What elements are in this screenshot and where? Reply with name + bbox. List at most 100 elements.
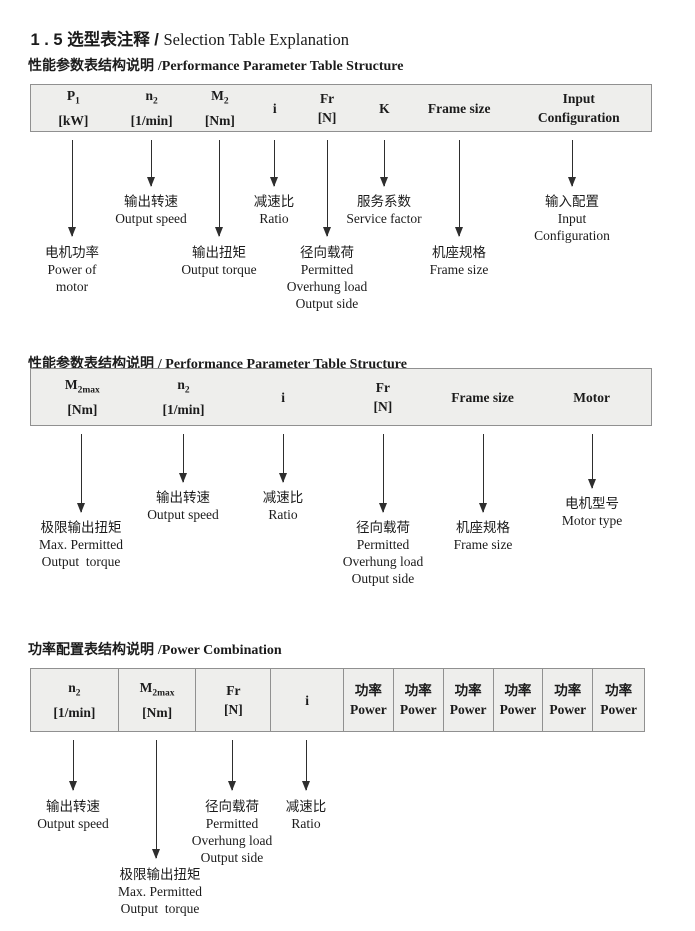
col-unit: Power (399, 702, 437, 717)
label-output-speed: 输出转速 Output speed (37, 798, 109, 832)
col-unit: [N] (317, 110, 337, 125)
arrow-fr (228, 740, 236, 791)
label-line-en: Overhung load (342, 554, 424, 569)
col-symbol: M2 (211, 86, 229, 112)
label-line-zh: 电机型号 (565, 496, 619, 511)
col-unit: Power (549, 702, 587, 717)
arrow-n2 (179, 434, 187, 483)
symbol-text: Motor (573, 389, 611, 405)
arrow-n2 (69, 740, 77, 791)
label-line-en: Output torque (181, 262, 257, 277)
label-line-en: Output speed (147, 507, 219, 522)
label-max-output-torque: 极限输出扭矩 Max. Permitted Output torque (39, 519, 123, 570)
label-power-of-motor: 电机功率 Power of motor (45, 244, 99, 295)
col-fr: Fr [N] (195, 669, 270, 731)
label-output-torque: 输出扭矩 Output torque (181, 244, 256, 278)
col-symbol: i (281, 388, 285, 407)
label-line-en: Output torque (41, 554, 121, 569)
col-symbol: 功率 (554, 683, 582, 698)
label-line-en: Power of (47, 262, 97, 277)
label-line-en: Frame size (453, 537, 513, 552)
label-line-en: Max. Permitted (118, 884, 202, 899)
col-unit: [Nm] (142, 705, 173, 721)
label-ratio: 减速比 Ratio (263, 489, 304, 523)
label-line-zh: 机座规格 (455, 520, 510, 535)
label-line-zh: 径向载荷 (355, 520, 410, 535)
performance-table-2: M2max [Nm] n2 [1/min] i Fr [N] Frame siz… (30, 368, 652, 426)
col-unit: [1/min] (53, 705, 96, 721)
col-symbol: 功率 (454, 683, 482, 698)
symbol-text: n (68, 679, 76, 695)
section1-heading: 性能参数表结构说明 /Performance Parameter Table S… (14, 39, 403, 91)
symbol-text: n (145, 87, 153, 103)
col-motor: Motor (532, 369, 651, 425)
col-fr: Fr [N] (297, 85, 357, 131)
col-n2: n2 [1/min] (116, 85, 188, 131)
section3-heading-zh: 功率配置表结构说明 (28, 641, 158, 657)
label-max-output-torque: 极限输出扭矩 Max. Permitted Output torque (118, 866, 202, 917)
label-line-zh: 极限输出扭矩 (40, 520, 122, 535)
col-symbol: Frame size (451, 388, 514, 407)
col-power-4: 功率 Power (492, 669, 543, 731)
label-line-zh: 减速比 (285, 799, 327, 814)
col-fr: Fr [N] (333, 369, 433, 425)
symbol-text: M (211, 87, 224, 103)
col-unit: Power (449, 702, 487, 717)
label-line-en: Motor type (561, 513, 623, 528)
arrow-k (380, 140, 388, 187)
symbol-text: Fr (375, 380, 390, 395)
label-line-zh: 输出扭矩 (192, 245, 246, 260)
arrow-m2max (152, 740, 160, 859)
col-symbol: 功率 (354, 683, 382, 698)
col-power-6: 功率 Power (592, 669, 644, 731)
page-title-zh: 1 . 5 选型表注释 / (30, 31, 164, 49)
symbol-text: M (139, 679, 153, 695)
col-unit: [N] (373, 399, 393, 414)
col-symbol: M2max (140, 678, 175, 704)
col-symbol: Frame size (428, 99, 491, 118)
col-m2max: M2max [Nm] (117, 669, 196, 731)
col-symbol: Fr (376, 378, 390, 397)
symbol-subscript: 2max (77, 385, 100, 396)
label-line-en: Ratio (268, 507, 298, 522)
label-overhung-load: 径向载荷 Permitted Overhung load Output side (287, 244, 368, 312)
col-unit: [Nm] (204, 113, 235, 129)
col-power-5: 功率 Power (542, 669, 592, 731)
col-symbol: 功率 (404, 683, 432, 698)
col-n2: n2 [1/min] (31, 669, 118, 731)
symbol-subscript: 1 (75, 96, 80, 107)
label-line-zh: 径向载荷 (204, 799, 259, 814)
label-line-en: Output speed (115, 211, 187, 226)
symbol-text: i (272, 100, 277, 116)
label-line-en: Overhung load (191, 833, 273, 848)
performance-table-1: P1 [kW] n2 [1/min] M2 [Nm] i Fr [N] K Fr… (30, 84, 652, 132)
symbol-text: K (379, 100, 390, 116)
arrow-m2 (215, 140, 223, 237)
col-p1: P1 [kW] (31, 85, 116, 131)
arrow-p1 (68, 140, 76, 237)
label-line-en: Output speed (37, 816, 109, 831)
col-i: i (270, 669, 343, 731)
col-symbol: Fr (226, 681, 240, 700)
col-n2: n2 [1/min] (134, 369, 234, 425)
label-line-en: Permitted (356, 537, 410, 552)
label-line-en: Permitted (205, 816, 259, 831)
col-symbol: Input (563, 89, 595, 108)
label-line-en: Ratio (291, 816, 321, 831)
symbol-text: Input (562, 91, 595, 106)
col-symbol: M2max (65, 375, 100, 401)
label-line-zh: 服务系数 (357, 194, 411, 209)
section3-heading: 功率配置表结构说明 /Power Combination (14, 623, 282, 675)
col-unit: Power (350, 702, 387, 717)
arrow-i (270, 140, 278, 187)
symbol-subscript: 2 (223, 96, 229, 107)
col-unit: [kW] (58, 113, 89, 129)
col-i: i (252, 85, 297, 131)
symbol-text: n (177, 376, 185, 392)
arrow-i (302, 740, 310, 791)
label-line-zh: 输出转速 (46, 799, 100, 814)
col-symbol: n2 (177, 375, 189, 401)
col-m2: M2 [Nm] (188, 85, 253, 131)
col-unit: [1/min] (130, 113, 173, 129)
